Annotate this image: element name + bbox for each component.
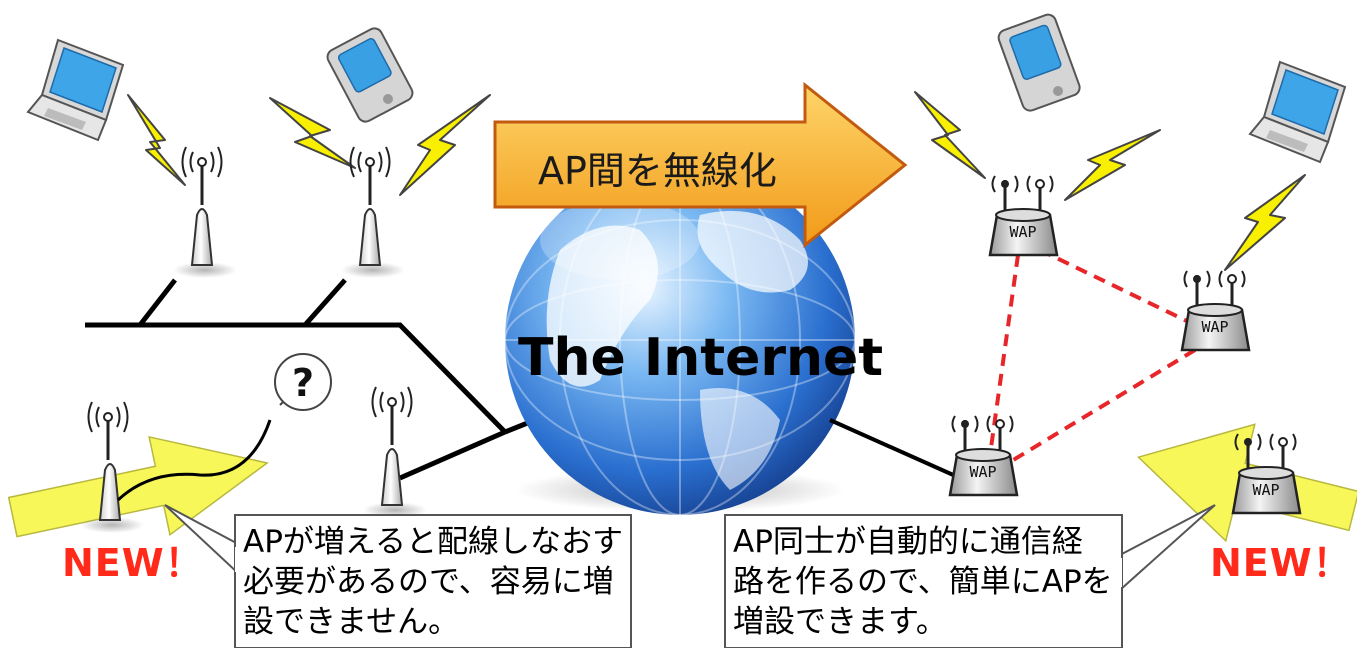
banner-label: AP間を無線化 bbox=[538, 149, 777, 193]
lightning-bolt-icon bbox=[399, 94, 491, 196]
wap-label: WAP bbox=[1201, 318, 1228, 336]
globe-icon bbox=[504, 164, 856, 516]
banner-arrow bbox=[493, 81, 908, 249]
wired-backbone bbox=[85, 278, 541, 481]
laptop-icon bbox=[26, 38, 125, 142]
globe-label: The Internet bbox=[518, 328, 884, 388]
wap-router-icon bbox=[988, 175, 1059, 257]
pda-icon bbox=[326, 27, 414, 123]
lightning-bolt-icon bbox=[127, 94, 186, 186]
right-callout-box bbox=[724, 504, 1216, 648]
mesh-links bbox=[988, 248, 1197, 467]
laptop-icon bbox=[1248, 60, 1347, 164]
left-new-label: NEW！ bbox=[62, 541, 204, 585]
unconnected-cable bbox=[116, 419, 272, 502]
wired-link bbox=[829, 418, 961, 480]
wap-label: WAP bbox=[969, 463, 996, 481]
lightning-bolt-icon bbox=[1224, 174, 1306, 271]
wap-label: WAP bbox=[1009, 223, 1036, 241]
left-callout-text: APが増えると配線しなおす 必要があるので、容易に増 設できません。 bbox=[243, 524, 623, 640]
left-callout-box bbox=[164, 504, 632, 648]
lightning-bolt-icon bbox=[269, 97, 356, 169]
question-bubble bbox=[274, 353, 332, 411]
wap-router-icon bbox=[948, 415, 1019, 497]
question-mark: ? bbox=[292, 361, 314, 405]
lightning-bolt-icon bbox=[914, 91, 986, 179]
access-point-icon bbox=[363, 386, 427, 518]
right-callout-text: AP同士が自動的に通信経 路を作るので、簡単にAPを 増設できます。 bbox=[733, 524, 1113, 640]
access-point-icon bbox=[341, 146, 405, 278]
wap-router-icon bbox=[1180, 270, 1251, 352]
access-point-icon bbox=[80, 401, 144, 533]
lightning-bolt-icon bbox=[1064, 129, 1161, 201]
wap-router-icon bbox=[1231, 433, 1302, 515]
right-new-label: NEW！ bbox=[1210, 541, 1352, 585]
wap-label: WAP bbox=[1252, 481, 1279, 499]
pda-icon bbox=[997, 13, 1081, 112]
access-point-icon bbox=[173, 146, 237, 278]
